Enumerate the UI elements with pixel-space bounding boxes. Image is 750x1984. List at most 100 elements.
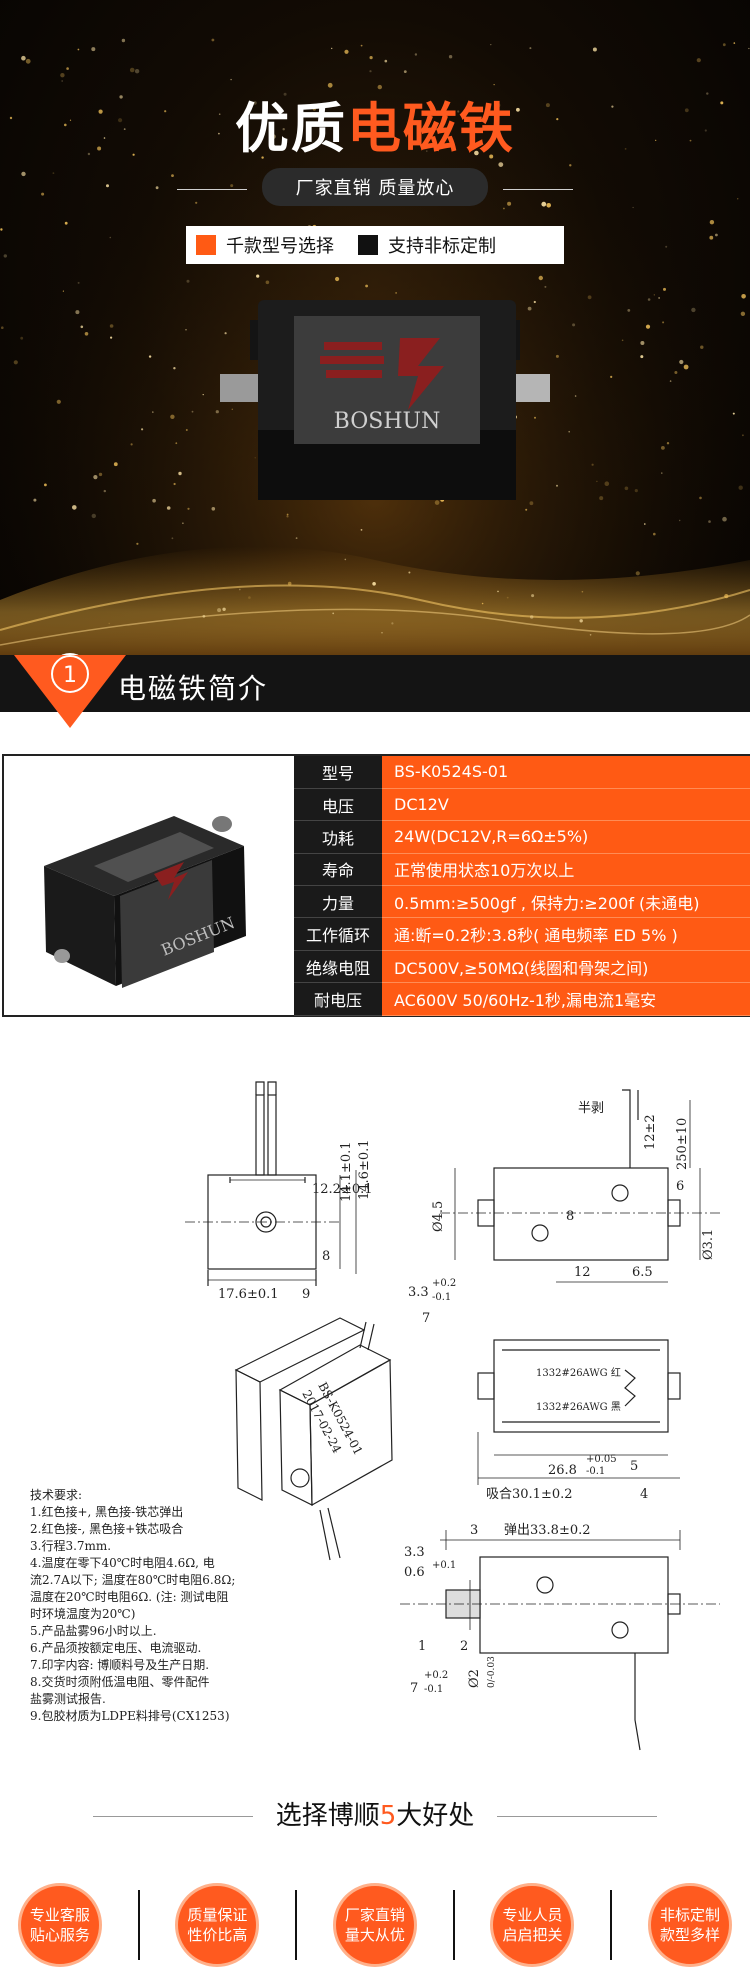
sparkle-dot bbox=[360, 44, 363, 47]
sparkle-dot bbox=[591, 463, 594, 466]
svg-text:3.3: 3.3 bbox=[404, 1545, 425, 1560]
sparkle-dot bbox=[529, 47, 532, 50]
sparkle-dot bbox=[335, 276, 340, 282]
svg-text:0.6: 0.6 bbox=[404, 1565, 425, 1580]
side-view bbox=[440, 1089, 720, 1283]
sparkle-dot bbox=[282, 128, 285, 131]
svg-text:半剥: 半剥 bbox=[578, 1101, 604, 1116]
front-view bbox=[185, 1081, 357, 1286]
sparkle-dot bbox=[109, 324, 114, 328]
sparkle-dot bbox=[674, 371, 678, 374]
benefits-rule-left bbox=[93, 1816, 254, 1817]
benefit-separator bbox=[610, 1890, 613, 1960]
sparkle-dot bbox=[403, 70, 407, 73]
wire-view bbox=[477, 1339, 681, 1485]
benefit-line-1: 专业人员 bbox=[502, 1906, 563, 1924]
svg-text:2: 2 bbox=[460, 1639, 468, 1654]
svg-text:7: 7 bbox=[410, 1681, 418, 1696]
sparkle-dot bbox=[21, 55, 26, 61]
svg-text:12: 12 bbox=[574, 1265, 591, 1280]
sparkle-dot bbox=[662, 321, 665, 324]
sparkle-dot bbox=[187, 507, 190, 510]
svg-text:+0.2: +0.2 bbox=[424, 1670, 448, 1681]
sparkle-dot bbox=[634, 489, 638, 493]
sparkle-dot bbox=[709, 235, 714, 240]
sparkle-dot bbox=[231, 408, 233, 410]
sparkle-dot bbox=[60, 73, 65, 78]
sparkle-dot bbox=[592, 47, 597, 52]
sparkle-dot bbox=[426, 150, 428, 152]
benefit-line-2: 贴心服务 bbox=[29, 1926, 90, 1944]
sparkle-dot bbox=[87, 152, 91, 156]
svg-text:-0.1: -0.1 bbox=[586, 1466, 605, 1477]
sparkle-dot bbox=[684, 108, 689, 113]
sparkle-dot bbox=[732, 412, 735, 415]
sparkle-dot bbox=[503, 207, 505, 210]
benefit-line-2: 款型多样 bbox=[659, 1926, 720, 1944]
sparkle-dot bbox=[365, 284, 368, 288]
tech-line: 盐雾测试报告. bbox=[30, 1692, 106, 1706]
sparkle-dot bbox=[624, 148, 627, 150]
sparkle-dot bbox=[164, 110, 167, 113]
sparkle-dot bbox=[665, 245, 668, 248]
benefit-separator bbox=[137, 1890, 140, 1960]
benefit-separator bbox=[452, 1890, 455, 1960]
benefit-badge: 专业客服贴心服务 bbox=[17, 1883, 102, 1967]
svg-text:26.8: 26.8 bbox=[548, 1463, 577, 1478]
sparkle-dot bbox=[699, 496, 702, 500]
spec-row: 工作循环通:断=0.2秒:3.8秒( 通电频率 ED 5% ) bbox=[294, 917, 750, 951]
benefit-line-1: 非标定制 bbox=[659, 1906, 720, 1924]
sparkle-dot bbox=[493, 84, 495, 86]
sparkle-dot bbox=[1, 326, 4, 330]
sparkle-dot bbox=[148, 355, 152, 358]
sparkle-dot bbox=[611, 105, 614, 108]
svg-text:-0.1: -0.1 bbox=[424, 1684, 443, 1695]
sparkle-dot bbox=[604, 481, 610, 487]
tech-line: 2.红色接-, 黑色接+铁芯吸合 bbox=[30, 1522, 184, 1536]
sparkle-dot bbox=[64, 123, 67, 127]
sparkle-dot bbox=[706, 92, 709, 95]
sparkle-dot bbox=[265, 280, 270, 285]
spec-value: 通:断=0.2秒:3.8秒( 通电频率 ED 5% ) bbox=[382, 917, 750, 951]
technical-requirements: 技术要求: 1.红色接+, 黑色接-铁芯弹出 2.红色接-, 黑色接+铁芯吸合 … bbox=[30, 1487, 330, 1725]
sparkle-dot bbox=[344, 558, 347, 561]
sparkle-dot bbox=[170, 414, 175, 419]
sparkle-dot bbox=[121, 38, 126, 43]
tech-line: 流2.7A以下; 温度在80℃时电阻6.8Ω; bbox=[30, 1573, 236, 1587]
sparkle-dot bbox=[3, 254, 7, 258]
sparkle-dot bbox=[700, 345, 704, 349]
hero-subtitle-row: 厂家直销 质量放心 bbox=[0, 168, 750, 206]
spec-key: 型号 bbox=[294, 756, 382, 789]
svg-text:1332#26AWG 黑: 1332#26AWG 黑 bbox=[536, 1401, 621, 1413]
benefit-line-1: 专业客服 bbox=[29, 1906, 90, 1924]
tech-line: 6.产品须按额定电压、电流驱动. bbox=[30, 1641, 202, 1655]
sparkle-dot bbox=[599, 496, 604, 501]
sparkle-dot bbox=[218, 113, 221, 115]
sparkle-dot bbox=[344, 49, 349, 54]
svg-text:5: 5 bbox=[630, 1459, 638, 1474]
sparkle-dot bbox=[556, 484, 558, 487]
sparkle-dot bbox=[408, 571, 411, 574]
sparkle-dot bbox=[286, 515, 289, 518]
svg-text:14.1±0.1: 14.1±0.1 bbox=[339, 1141, 354, 1202]
svg-text:吸合30.1±0.2: 吸合30.1±0.2 bbox=[486, 1487, 573, 1502]
sparkle-dot bbox=[62, 290, 64, 292]
sparkle-dot bbox=[546, 203, 551, 208]
sparkle-dot bbox=[33, 498, 37, 502]
sparkle-dot bbox=[589, 634, 592, 636]
benefit-line-1: 质量保证 bbox=[187, 1906, 248, 1924]
svg-text:3: 3 bbox=[470, 1523, 478, 1538]
benefit-badge: 厂家直销量大从优 bbox=[332, 1883, 417, 1967]
sparkle-dot bbox=[256, 274, 260, 278]
spec-value: BS-K0524S-01 bbox=[382, 756, 750, 789]
sparkle-dot bbox=[84, 332, 89, 336]
side-view-labels: 半剥 12±2 250±10 6 Ø4.5 3.3 +0.2 -0.1 7 8 … bbox=[408, 1101, 716, 1326]
svg-text:弹出33.8±0.2: 弹出33.8±0.2 bbox=[504, 1523, 591, 1538]
sparkle-dot bbox=[64, 221, 68, 225]
sparkle-dot bbox=[495, 102, 501, 108]
sparkle-dot bbox=[185, 329, 187, 331]
sparkle-dot bbox=[369, 56, 373, 60]
spec-row: 寿命正常使用状态10万次以上 bbox=[294, 853, 750, 887]
